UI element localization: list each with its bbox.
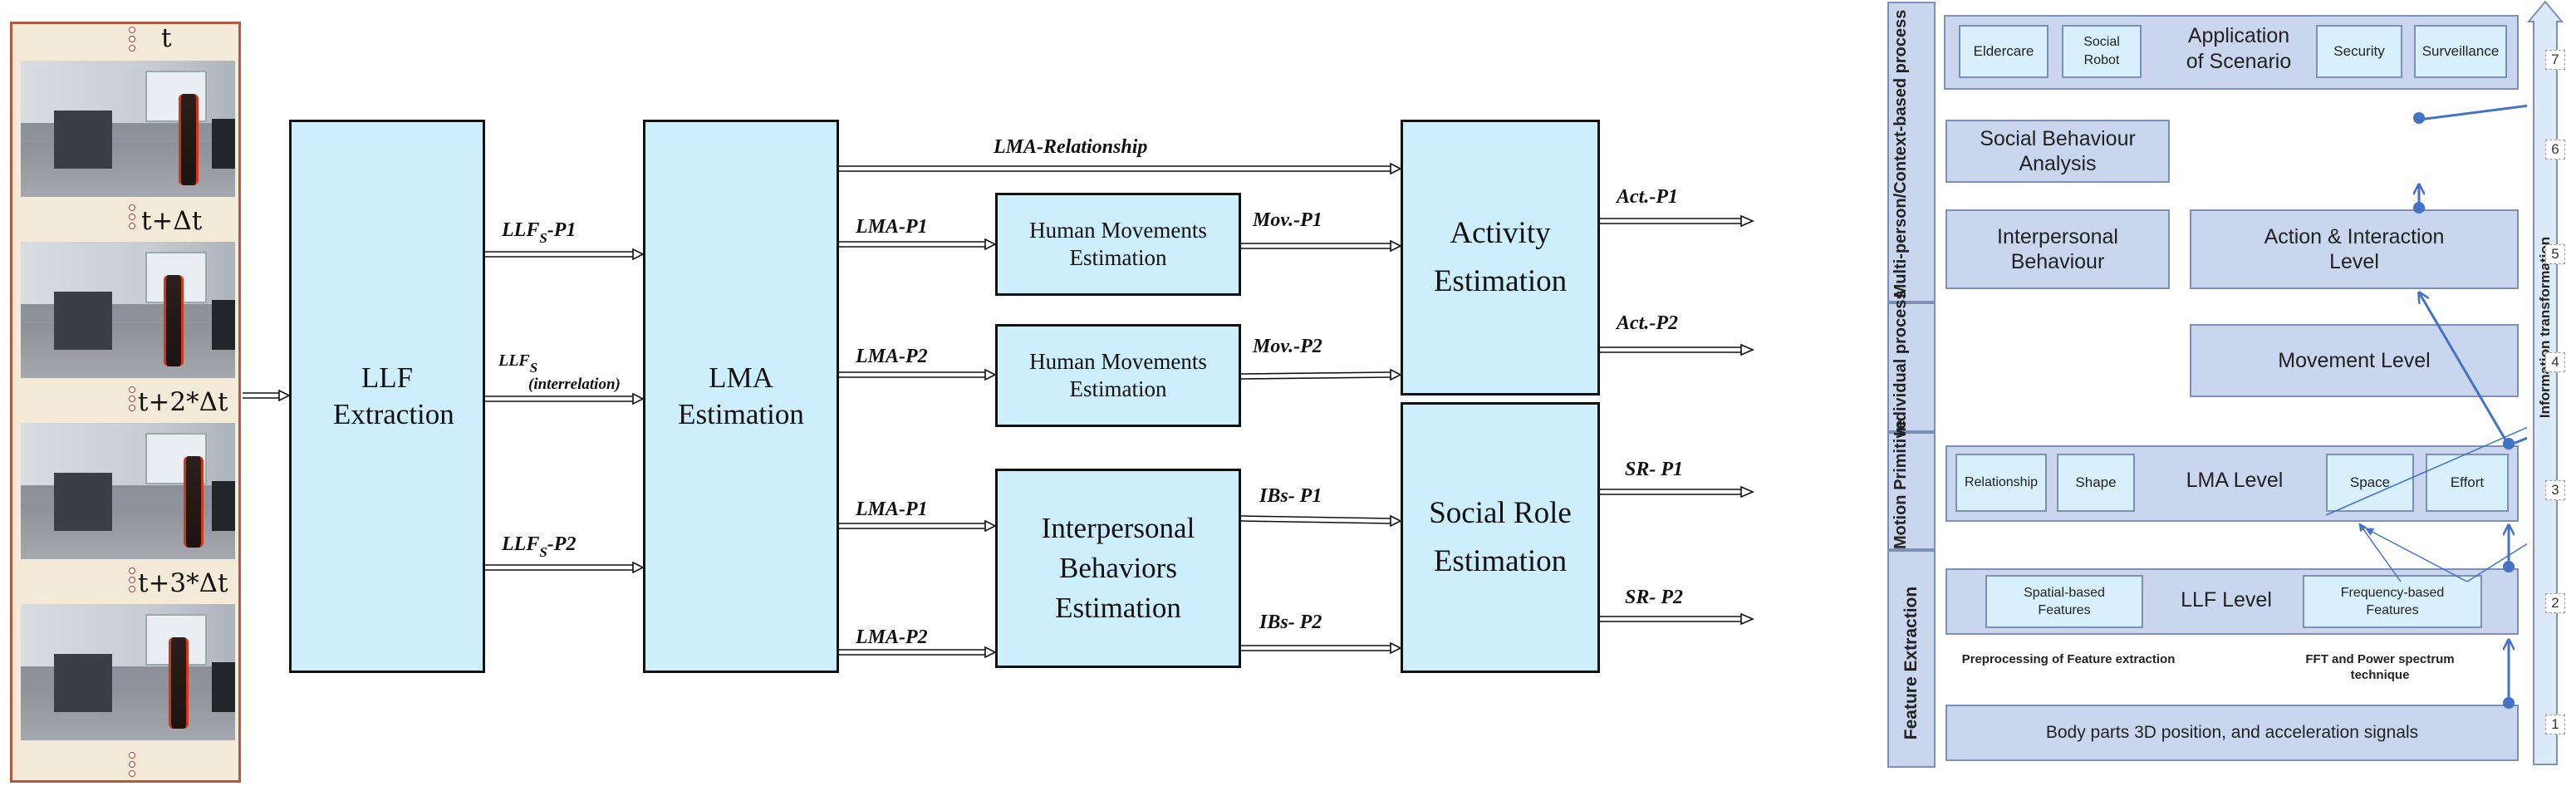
label-multi-person: Multi-person/Context-based process: [1892, 9, 1910, 298]
body-parts-box: Body parts 3D position, and acceleration…: [1945, 705, 2519, 761]
activity-label: Activity Estimation: [1433, 216, 1568, 298]
time-label-t-2dt: t+2*Δt: [138, 387, 228, 417]
label-motion-primitive: Motion Primitive: [1892, 420, 1910, 549]
edge-label-ibs-p1: IBs- P1: [1259, 485, 1322, 507]
social-role-block: Social Role Estimation: [1401, 402, 1600, 673]
level-number-7: 7: [2545, 50, 2565, 70]
app-item-social-robot: Social Robot: [2062, 25, 2142, 78]
level-number-4: 4: [2545, 352, 2565, 372]
ellipsis-dots: [129, 386, 135, 414]
arrow-frames-to-llf: [243, 392, 279, 399]
edge-label-sr-p1: SR- P1: [1625, 459, 1684, 480]
lma-item-effort: Effort: [2426, 454, 2509, 512]
hme1-label: Human Movements Estimation: [1029, 218, 1207, 270]
llf-frequency-features: Frequency-based Features: [2303, 575, 2482, 628]
hme2-label: Human Movements Estimation: [1029, 349, 1207, 401]
edge-label-mov-p2: Mov.-P2: [1253, 336, 1322, 357]
ellipsis-dots: [129, 27, 135, 54]
right-connectors: [2325, 104, 2527, 709]
app-item-security: Security: [2316, 25, 2402, 78]
edge-label-llfs-interrelation: LLFS: [498, 351, 538, 376]
category-feature: [1887, 550, 1936, 768]
activity-estimation-block: Activity Estimation: [1401, 120, 1600, 396]
lma-item-relationship: Relationship: [1955, 454, 2047, 512]
info-transformation-arrow: [2527, 0, 2564, 765]
app-item-eldercare: Eldercare: [1959, 25, 2049, 78]
level-number-3: 3: [2545, 480, 2565, 500]
frame-sequence-panel: [10, 22, 241, 783]
frame-image-4: [21, 604, 235, 740]
movement-level-box: Movement Level: [2190, 324, 2519, 397]
app-item-surveillance: Surveillance: [2414, 25, 2507, 78]
ellipsis-dots: [129, 204, 135, 232]
edge-label-llfs-p2: LLFS-P2: [502, 533, 577, 560]
frame-image-2: [21, 242, 235, 378]
action-interaction-box: Action & Interaction Level: [2190, 209, 2519, 289]
edge-label-ibs-p2: IBs- P2: [1259, 612, 1322, 633]
edge-label-lma-relationship: LMA-Relationship: [994, 136, 1148, 158]
time-label-t-dt: t+Δt: [141, 206, 203, 236]
application-title-line2: of Scenario: [2186, 50, 2292, 73]
lma-estimation-label: LMA Estimation: [678, 361, 804, 430]
frame-image-3: [21, 423, 235, 559]
category-individual: [1887, 302, 1936, 432]
level-number-2: 2: [2545, 593, 2565, 613]
edge-label-act-p1: Act.-P1: [1617, 186, 1678, 208]
llf-extraction-label: LLF Extraction: [333, 361, 454, 430]
ibe-label: Interpersonal Behaviors Estimation: [1041, 512, 1195, 624]
time-label-t: t: [161, 23, 172, 53]
edge-label-mov-p1: Mov.-P1: [1253, 209, 1322, 231]
label-feature-extraction: Feature Extraction: [1901, 586, 1921, 740]
human-movements-block-2: Human Movements Estimation: [995, 324, 1241, 427]
llf-level-title: LLF Level: [2181, 588, 2272, 612]
edge-label-llfs-p1: LLFS-P1: [502, 219, 577, 246]
left-arrows: [243, 162, 1755, 659]
edge-label-sr-p2: SR- P2: [1625, 587, 1684, 608]
application-title: Application of Scenario: [2152, 23, 2326, 75]
category-motion: [1887, 432, 1936, 550]
lma-estimation-block: LMA Estimation: [643, 120, 839, 673]
note-preprocessing: Preprocessing of Feature extraction: [1961, 652, 2176, 666]
llf-extraction-block: LLF Extraction: [289, 120, 485, 673]
lma-level-title: LMA Level: [2186, 469, 2284, 492]
level-number-1: 1: [2545, 715, 2565, 734]
lma-item-shape: Shape: [2057, 454, 2135, 512]
llf-spatial-features: Spatial-based Features: [1985, 575, 2143, 628]
level-number-5: 5: [2545, 244, 2565, 264]
edge-label-lma-p1-b: LMA-P1: [856, 499, 928, 520]
application-title-line1: Application: [2187, 24, 2290, 47]
edge-label-lma-p2-b: LMA-P2: [856, 626, 928, 648]
edge-label-lma-p1-a: LMA-P1: [856, 216, 928, 238]
category-multi: [1887, 2, 1936, 302]
interpersonal-behaviors-block: Interpersonal Behaviors Estimation: [995, 469, 1241, 668]
edge-label-interrelation: (interrelation): [528, 376, 621, 393]
time-label-t-3dt: t+3*Δt: [138, 568, 228, 598]
social-behaviour-analysis-box: Social Behaviour Analysis: [1945, 120, 2170, 183]
note-fft: FFT and Power spectrum technique: [2305, 652, 2455, 682]
interpersonal-behaviour-box: Interpersonal Behaviour: [1945, 209, 2170, 289]
edge-label-act-p2: Act.-P2: [1617, 312, 1678, 334]
human-movements-block-1: Human Movements Estimation: [995, 193, 1241, 296]
social-role-label: Social Role Estimation: [1429, 496, 1572, 578]
frame-image-1: [21, 61, 235, 197]
level-number-6: 6: [2545, 140, 2565, 160]
ellipsis-dots: [129, 752, 135, 779]
edge-label-lma-p2-a: LMA-P2: [856, 346, 928, 367]
label-individual: Individual process: [1892, 290, 1910, 436]
ellipsis-dots: [129, 567, 135, 595]
